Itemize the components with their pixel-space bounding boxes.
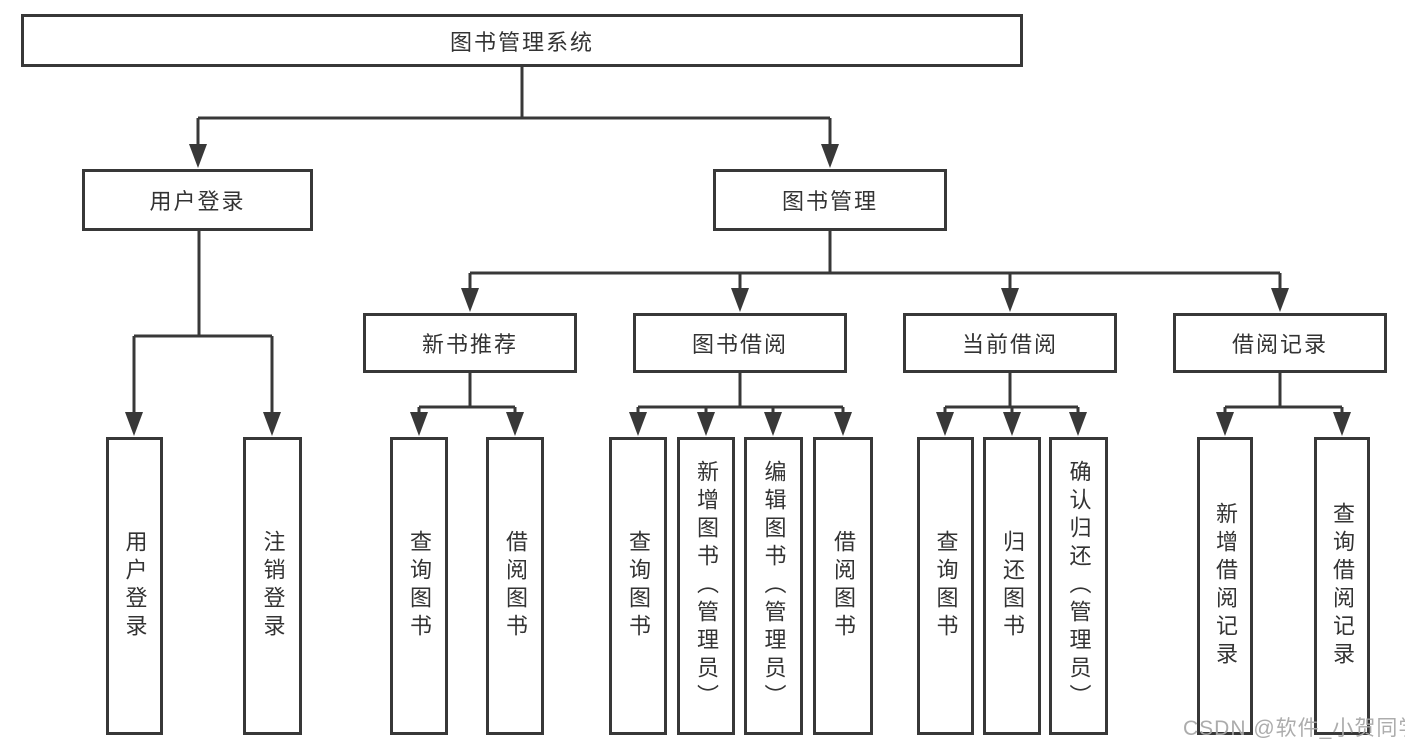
leaf-query-books-current: 查询图书 — [917, 437, 974, 735]
watermark: CSDN @软件_小贺同学 — [1183, 717, 1405, 740]
leaf-edit-books-admin: 编辑图书（管理员） — [744, 437, 803, 735]
leaf-query-books-recommend: 查询图书 — [390, 437, 448, 735]
connector-book-management-branch — [461, 231, 1289, 312]
book-management-node: 图书管理 — [713, 169, 947, 231]
leaf-add-books-admin: 新增图书（管理员） — [677, 437, 735, 735]
connector-record-branch — [1216, 373, 1351, 436]
borrow-record-node: 借阅记录 — [1173, 313, 1387, 373]
current-borrow-node: 当前借阅 — [903, 313, 1117, 373]
leaf-logout: 注销登录 — [243, 437, 302, 735]
system-root-node: 图书管理系统 — [21, 14, 1023, 67]
new-book-recommend-node: 新书推荐 — [363, 313, 577, 373]
connector-user-login-branch — [125, 231, 281, 436]
connector-level1 — [189, 67, 839, 168]
connector-borrow-branch — [629, 373, 852, 436]
leaf-return-books: 归还图书 — [983, 437, 1041, 735]
leaf-borrow-books: 借阅图书 — [813, 437, 873, 735]
leaf-query-borrow-record: 查询借阅记录 — [1314, 437, 1370, 735]
leaf-confirm-return-admin: 确认归还（管理员） — [1049, 437, 1108, 735]
leaf-query-books-borrow: 查询图书 — [609, 437, 667, 735]
book-borrow-node: 图书借阅 — [633, 313, 847, 373]
connector-recommend-branch — [410, 373, 524, 436]
user-login-node: 用户登录 — [82, 169, 313, 231]
leaf-user-login: 用户登录 — [106, 437, 163, 735]
connector-current-branch — [936, 373, 1087, 436]
leaf-add-borrow-record: 新增借阅记录 — [1197, 437, 1253, 735]
leaf-borrow-books-recommend: 借阅图书 — [486, 437, 544, 735]
